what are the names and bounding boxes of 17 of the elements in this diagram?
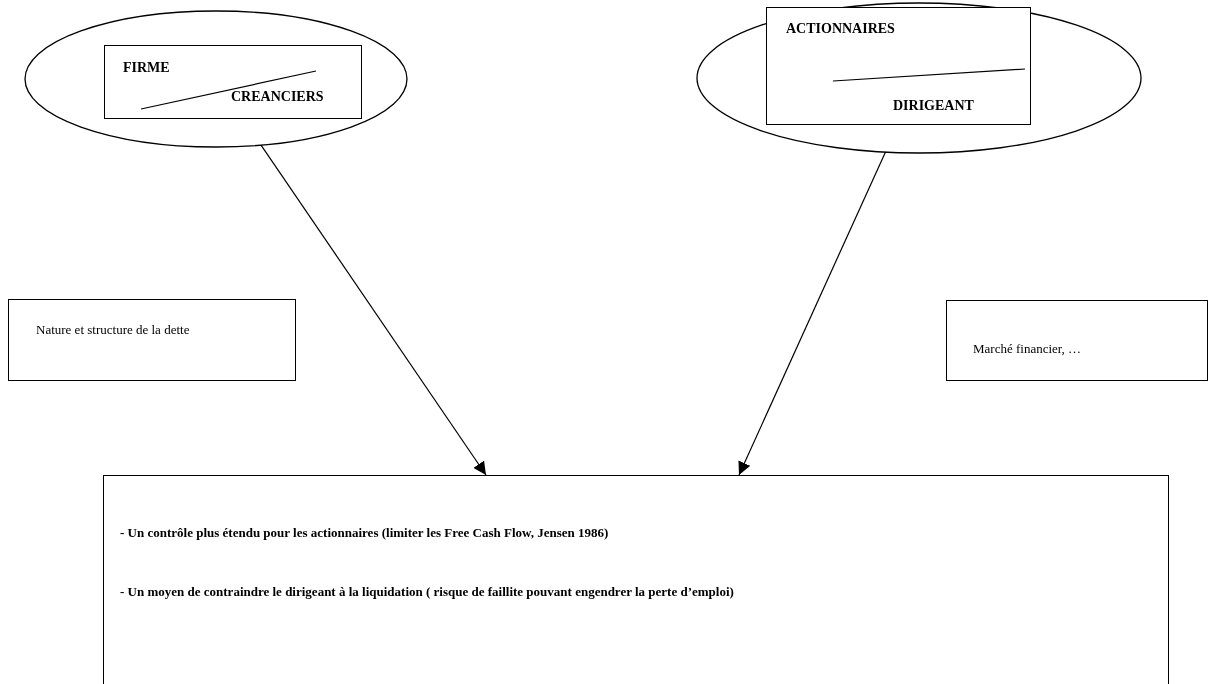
node-label: DIRIGEANT <box>893 98 974 114</box>
ellipse <box>25 11 407 147</box>
node-label: Marché financier, … <box>973 341 1082 357</box>
arrow <box>260 144 487 476</box>
text-box <box>8 299 296 381</box>
node-label: CREANCIERS <box>231 89 324 105</box>
node-label: - Un moyen de contraindre le dirigeant à la liquidation ( risque de faillite pouvant engendrer la perte d’emploi) <box>120 584 734 600</box>
node-label: ACTIONNAIRES <box>786 21 895 37</box>
node-label: Nature et structure de la dette <box>36 322 190 338</box>
ellipse <box>697 3 1141 153</box>
node-label: FIRME <box>123 60 170 76</box>
node-label: - Un contrôle plus étendu pour les actionnaires (limiter les Free Cash Flow, Jensen 1986) <box>120 525 609 541</box>
arrow <box>738 151 886 476</box>
text-box <box>103 475 1169 684</box>
text-box <box>104 45 362 119</box>
text-box <box>946 300 1208 381</box>
text-box <box>766 7 1031 125</box>
